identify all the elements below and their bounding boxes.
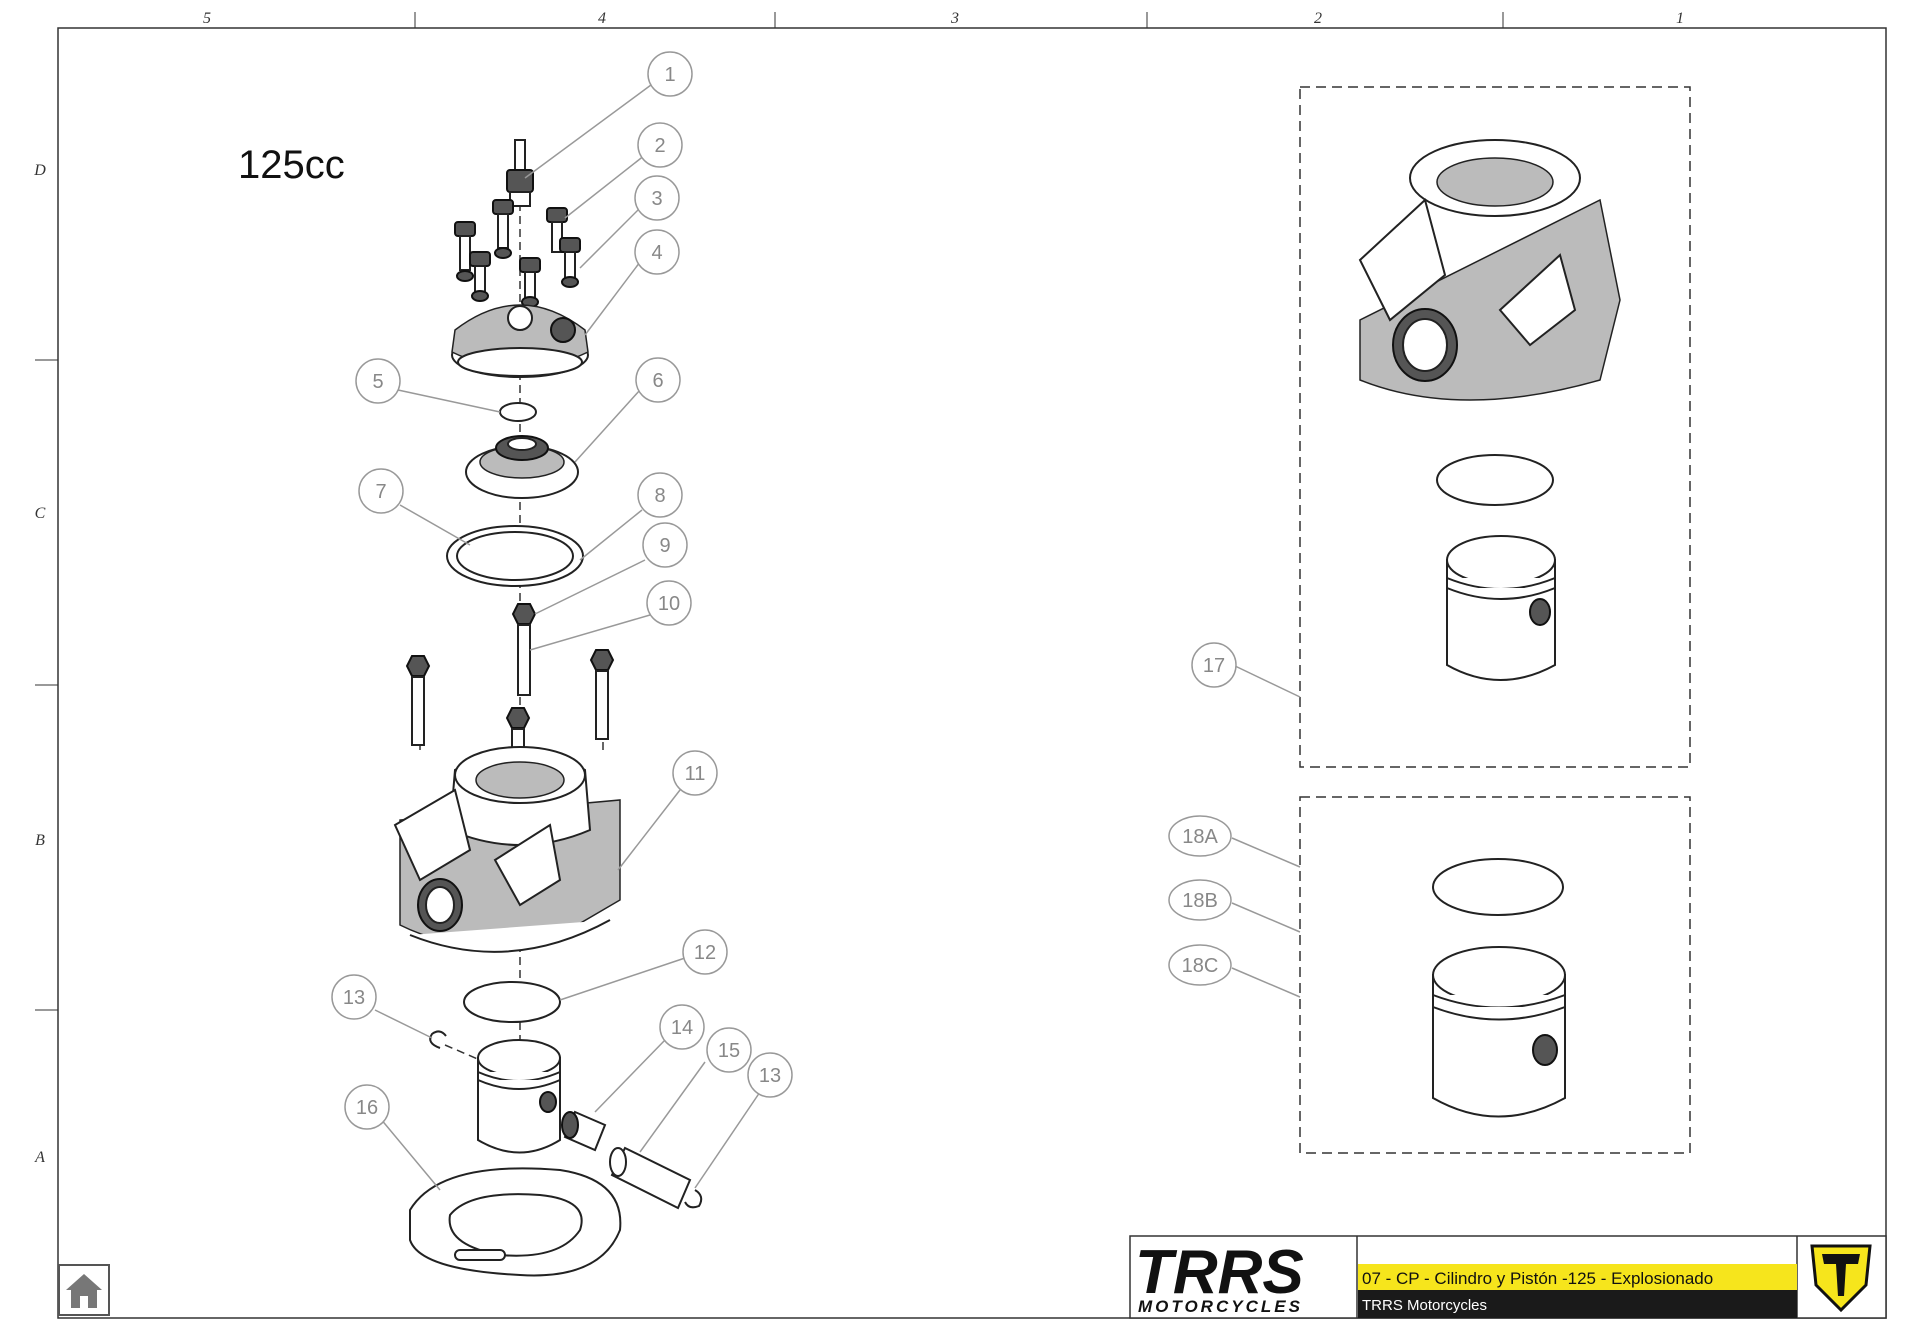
title-bar <box>1358 1264 1797 1290</box>
wrist-pin <box>609 1146 692 1210</box>
callout-10: 10 <box>646 580 692 626</box>
head-bolts <box>454 199 581 308</box>
svg-text:18C: 18C <box>1182 955 1219 977</box>
circlip-left <box>429 1030 447 1049</box>
svg-text:13: 13 <box>759 1065 781 1087</box>
svg-text:14: 14 <box>671 1017 693 1039</box>
column-label: 4 <box>598 10 606 27</box>
home-button[interactable] <box>58 1264 110 1316</box>
trrs-shield-icon <box>1810 1244 1872 1313</box>
svg-text:18B: 18B <box>1182 890 1218 912</box>
head-gasket-inner <box>456 531 574 581</box>
svg-text:12: 12 <box>694 942 716 964</box>
o-ring <box>499 402 537 422</box>
spark-plug <box>506 139 534 207</box>
kit-17-piston <box>1446 535 1556 681</box>
column-label: 3 <box>950 10 959 27</box>
callout-18c: 18C <box>1168 944 1232 986</box>
column-label: 5 <box>203 10 211 27</box>
callout-12: 12 <box>682 929 728 975</box>
base-gasket <box>409 1167 622 1277</box>
brand-logo-text: TRRS <box>1135 1238 1304 1307</box>
svg-text:9: 9 <box>659 535 670 557</box>
callout-2: 2 <box>637 122 683 168</box>
callout-13-right: 13 <box>747 1052 793 1098</box>
callout-17: 17 <box>1191 642 1237 688</box>
callout-15: 15 <box>706 1027 752 1073</box>
svg-text:16: 16 <box>356 1097 378 1119</box>
column-label: 2 <box>1314 10 1322 27</box>
callout-9: 9 <box>642 522 688 568</box>
piston <box>477 1039 561 1154</box>
callout-11: 11 <box>672 750 718 796</box>
brand-logo-subtext: MOTORCYCLES <box>1138 1297 1303 1316</box>
circlip-right <box>684 1189 703 1209</box>
needle-bearing <box>561 1110 607 1152</box>
center-stud <box>511 603 537 696</box>
svg-text:13: 13 <box>343 987 365 1009</box>
svg-text:1: 1 <box>664 64 675 86</box>
engine-size-label: 125cc <box>238 143 345 187</box>
row-label: B <box>35 832 45 849</box>
row-label: D <box>33 162 46 179</box>
callout-4: 4 <box>634 229 680 275</box>
title-block: 07 - CP - Cilindro y Pistón -125 - Explo… <box>1129 1235 1887 1319</box>
company-name: TRRS Motorcycles <box>1362 1297 1487 1314</box>
callout-5: 5 <box>355 358 401 404</box>
column-label: 1 <box>1676 10 1684 27</box>
svg-text:5: 5 <box>372 371 383 393</box>
svg-text:7: 7 <box>375 481 386 503</box>
callout-18a: 18A <box>1168 815 1232 857</box>
callout-6: 6 <box>635 357 681 403</box>
leader-lines <box>374 81 1301 1191</box>
kit-18-piston <box>1432 946 1566 1118</box>
home-icon <box>66 1274 102 1308</box>
piston-ring <box>463 981 561 1023</box>
kit-18-box <box>1299 796 1691 1154</box>
kit-17-ring <box>1436 454 1554 506</box>
callout-3: 3 <box>634 175 680 221</box>
svg-text:2: 2 <box>654 135 665 157</box>
head-insert <box>465 435 579 499</box>
svg-text:18A: 18A <box>1182 826 1218 848</box>
svg-text:11: 11 <box>685 763 706 785</box>
cylinder <box>393 746 621 953</box>
kit-17-cylinder <box>1358 139 1621 401</box>
row-label: A <box>34 1149 45 1166</box>
callout-18b: 18B <box>1168 879 1232 921</box>
cylinder-head <box>451 304 589 378</box>
svg-text:3: 3 <box>651 188 662 210</box>
svg-text:10: 10 <box>658 593 680 615</box>
svg-text:15: 15 <box>718 1040 740 1062</box>
callout-1: 1 <box>647 51 693 97</box>
svg-text:6: 6 <box>652 370 663 392</box>
svg-text:8: 8 <box>654 485 665 507</box>
drawing-title: 07 - CP - Cilindro y Pistón -125 - Explo… <box>1362 1269 1713 1288</box>
kit-17-box <box>1299 86 1691 768</box>
callout-13: 13 <box>331 974 377 1020</box>
pin-axis <box>444 1044 481 1061</box>
callout-7: 7 <box>358 468 404 514</box>
row-label: C <box>35 505 46 522</box>
callout-8: 8 <box>637 472 683 518</box>
svg-text:4: 4 <box>651 242 662 264</box>
company-bar <box>1358 1290 1797 1318</box>
kit-18-ring <box>1432 858 1564 916</box>
callout-16: 16 <box>344 1084 390 1130</box>
svg-text:17: 17 <box>1203 655 1225 677</box>
drawing-border <box>57 27 1887 1319</box>
callout-14: 14 <box>659 1004 705 1050</box>
